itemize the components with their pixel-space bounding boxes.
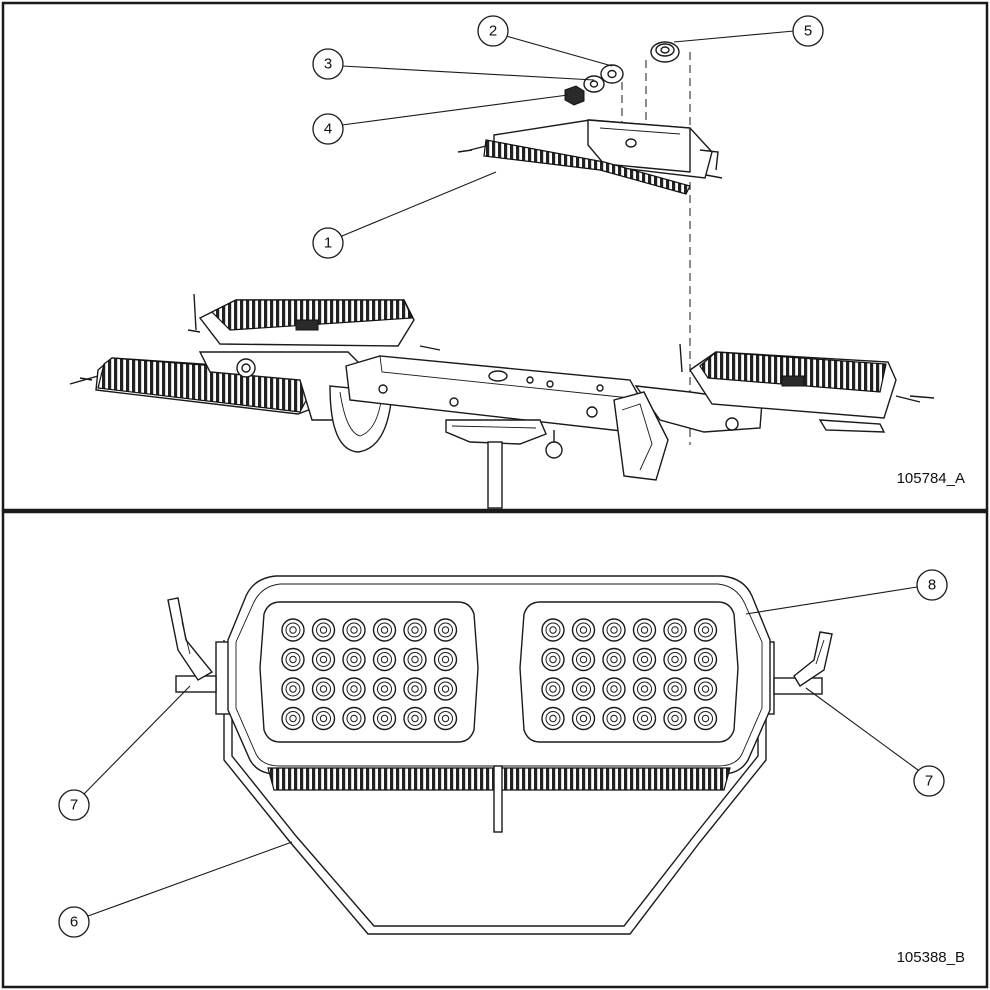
- led-lens: [433, 618, 458, 642]
- callout-7-right-label: 7: [925, 773, 933, 790]
- panel-b: 6 7 7 8 105388_B: [1, 510, 989, 989]
- led-lens: [433, 647, 458, 672]
- callout-8-label: 8: [928, 577, 936, 594]
- led-lens: [632, 706, 657, 731]
- led-lens: [602, 618, 626, 642]
- led-lens: [693, 706, 718, 731]
- led-lens: [632, 677, 657, 701]
- led-array: [281, 618, 718, 731]
- callout-1-label: 1: [324, 235, 332, 252]
- callout-7-right: 7: [805, 687, 945, 797]
- callout-7-left: 7: [58, 685, 191, 821]
- callout-3-label: 3: [324, 56, 332, 73]
- led-lens: [571, 706, 596, 731]
- led-lens: [403, 677, 427, 701]
- led-lens: [403, 618, 427, 642]
- led-lens: [372, 706, 397, 731]
- led-lens: [281, 618, 305, 642]
- led-lens: [311, 677, 336, 701]
- led-lens: [372, 618, 397, 642]
- led-lens: [311, 647, 336, 672]
- clamp-handle-left: [167, 597, 217, 693]
- bushing-part-5: [650, 41, 680, 63]
- led-lens: [663, 706, 687, 731]
- panel-a-frame: [1, 1, 989, 512]
- led-lens: [311, 618, 336, 642]
- washer-part-3: [583, 75, 605, 93]
- main-yoke-assembly: [69, 293, 935, 509]
- callout-6-label: 6: [70, 914, 78, 931]
- callout-8: 8: [745, 569, 948, 615]
- panel-b-frame: [1, 510, 989, 989]
- led-lens: [342, 677, 366, 701]
- callout-3: 3: [312, 48, 595, 81]
- panel-a: 1 2 3 4 5 105784_A: [1, 1, 989, 512]
- led-lens: [541, 706, 565, 731]
- led-lens: [342, 706, 366, 731]
- figure-id-b: 105388_B: [897, 949, 965, 966]
- led-lens: [632, 618, 657, 642]
- led-lens: [372, 647, 397, 672]
- led-lens: [433, 677, 458, 701]
- callout-5: 5: [673, 15, 824, 47]
- clamp-handle-right: [773, 631, 833, 695]
- led-lens: [433, 706, 458, 731]
- led-lens: [403, 647, 427, 672]
- led-lens: [342, 647, 366, 672]
- led-lens: [693, 677, 718, 701]
- callout-2-label: 2: [489, 23, 497, 40]
- callout-4-label: 4: [324, 121, 332, 138]
- led-lens: [602, 647, 626, 672]
- fixture-housing: [227, 575, 771, 833]
- led-lens: [311, 706, 336, 731]
- led-lens: [571, 647, 596, 672]
- figure-id-a: 105784_A: [897, 470, 965, 487]
- led-lens: [372, 677, 397, 701]
- led-lens: [342, 618, 366, 642]
- led-lens: [281, 706, 305, 731]
- led-lens: [571, 677, 596, 701]
- assembly-guide-lines: [621, 52, 691, 445]
- led-lens: [693, 618, 718, 642]
- nut-part: [564, 85, 585, 106]
- led-lens: [403, 706, 427, 731]
- washer-part-2: [600, 64, 624, 84]
- led-lens: [602, 706, 626, 731]
- led-lens: [663, 618, 687, 642]
- led-lens: [663, 677, 687, 701]
- led-lens: [632, 647, 657, 672]
- led-lens: [541, 677, 565, 701]
- led-lens: [281, 677, 305, 701]
- led-lens: [663, 647, 687, 672]
- callout-6: 6: [58, 841, 293, 938]
- callout-7-left-label: 7: [70, 797, 78, 814]
- led-lens: [693, 647, 718, 672]
- callout-1: 1: [312, 171, 497, 259]
- callout-2: 2: [477, 15, 613, 67]
- led-lens: [541, 647, 565, 672]
- led-lens: [281, 647, 305, 672]
- callout-4: 4: [312, 94, 569, 145]
- led-lens: [541, 618, 565, 642]
- fixture-upper: [457, 119, 723, 195]
- led-lens: [602, 677, 626, 701]
- callout-5-label: 5: [804, 23, 812, 40]
- led-lens: [571, 618, 596, 642]
